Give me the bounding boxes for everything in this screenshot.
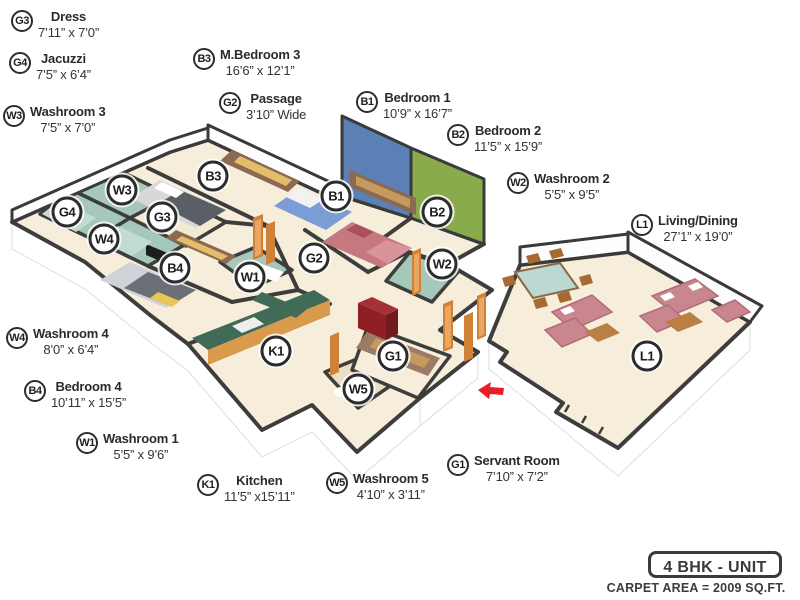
room-label: G4 Jacuzzi 7’5” x 6’4” [9,51,91,85]
plan-room-badge: W4 [88,223,120,255]
plan-room-badge: K1 [260,335,292,367]
room-label-name: Bedroom 1 [384,90,451,105]
room-label-name: Jacuzzi [41,51,86,66]
balcony-ticks [563,404,605,435]
room-label-name: Bedroom 4 [55,379,122,394]
room-label-badge: B2 [447,124,469,146]
red-shaft-box [358,297,398,340]
plan-room-badge-code: G1 [384,348,402,364]
room-label-name: Washroom 4 [33,326,109,341]
room-label: W2 Washroom 2 5’5” x 9’5” [507,171,610,205]
room-label-badge: G2 [219,92,241,114]
room-label-dims: 5’5” x 9’6” [113,447,169,463]
plan-room-badge: G4 [51,196,83,228]
plan-room-badge-code: B2 [429,204,445,220]
room-label-badge: G3 [11,10,33,32]
room-label-badge: G1 [447,454,469,476]
carpet-area-note: CARPET AREA = 2009 SQ.FT. [606,581,786,595]
plan-room-badge: L1 [631,340,663,372]
room-label-name: Kitchen [236,473,283,488]
room-label-name: Living/Dining [658,213,738,228]
room-label-dims: 16’6” x 12’1” [225,63,295,79]
plan-room-badge-code: G4 [58,204,76,220]
plan-room-badge: G3 [146,201,178,233]
room-label-name: Washroom 1 [103,431,179,446]
room-label-dims: 11’5” x15’11” [224,489,295,505]
room-label-dims: 7’11” x 7’0” [38,25,99,41]
plan-room-badge: W2 [426,248,458,280]
plan-room-badge-code: G2 [305,250,323,266]
plan-room-badge: B2 [421,196,453,228]
room-label: W1 Washroom 1 5’5” x 9’6” [76,431,179,465]
plan-room-badge: B3 [197,160,229,192]
room-label: B4 Bedroom 4 10’11” x 15’5” [24,379,127,413]
plan-room-badge-code: K1 [268,343,284,359]
room-label: W5 Washroom 5 4’10” x 3’11” [326,471,429,505]
room-label: B1 Bedroom 1 10’9” x 16’7” [356,90,452,124]
plan-room-badge-code: G3 [153,209,171,225]
plan-room-badge: G2 [298,242,330,274]
room-label: L1 Living/Dining 27’1” x 19’0” [631,213,738,247]
room-label-badge: G4 [9,52,31,74]
room-label-badge: W5 [326,472,348,494]
plan-room-badge-code: L1 [639,348,655,364]
room-label-dims: 11’5” x 15’9” [474,139,542,155]
room-label-dims: 7’5” x 7’0” [40,120,96,136]
room-label-name: Bedroom 2 [474,123,542,138]
room-label: B2 Bedroom 2 11’5” x 15’9” [447,123,542,157]
plan-room-badge: W1 [234,261,266,293]
plan-room-badge-code: W5 [348,381,368,397]
plan-room-badge-code: W1 [240,269,260,285]
room-label-badge: W2 [507,172,529,194]
room-label-name: Passage [250,91,302,106]
plan-room-badge-code: W4 [94,231,114,247]
room-label-badge: W3 [3,105,25,127]
room-label-badge: L1 [631,214,653,236]
room-label-dims: 5’5” x 9’5” [544,187,600,203]
plan-room-badge: W5 [342,373,374,405]
room-label-dims: 27’1” x 19’0” [663,229,733,245]
room-label-dims: 3’10” Wide [246,107,307,123]
entry-arrow [478,382,504,399]
unit-title-box: 4 BHK - UNIT [648,551,782,578]
room-label-name: M.Bedroom 3 [220,47,301,62]
room-label-badge: W4 [6,327,28,349]
plan-room-badge-code: B4 [167,260,183,276]
room-label-name: Dress [50,9,87,24]
living-nw-wall [518,232,630,267]
plan-room-badge-code: B3 [205,168,221,184]
room-label-badge: W1 [76,432,98,454]
plan-room-badge-code: W3 [112,182,132,198]
room-label: G3 Dress 7’11” x 7’0” [11,9,99,43]
room-label: K1 Kitchen 11’5” x15’11” [197,473,295,507]
room-label-dims: 10’11” x 15’5” [51,395,127,411]
room-label: G1 Servant Room 7’10” x 7’2” [447,453,560,487]
room-label-name: Washroom 3 [30,104,106,119]
room-label-dims: 4’10” x 3’11” [356,487,425,503]
room-label-name: Washroom 2 [534,171,610,186]
room-label-dims: 7’5” x 6’4” [36,67,91,83]
plan-room-badge: G1 [377,340,409,372]
room-label-dims: 10’9” x 16’7” [383,106,452,122]
plan-room-badge: B1 [320,180,352,212]
room-label-name: Servant Room [474,453,560,468]
room-label-dims: 8’0” x 6’4” [43,342,99,358]
room-label-badge: K1 [197,474,219,496]
room-label: W3 Washroom 3 7’5” x 7’0” [3,104,106,138]
room-label-dims: 7’10” x 7’2” [485,469,548,485]
plan-room-badge-code: W2 [432,256,452,272]
plan-room-badge: B4 [159,252,191,284]
room-label-badge: B1 [356,91,378,113]
room-label-name: Washroom 5 [353,471,429,486]
room-label: G2 Passage 3’10” Wide [219,91,307,125]
plan-room-badge-code: B1 [328,188,344,204]
room-label: W4 Washroom 4 8’0” x 6’4” [6,326,109,360]
room-label: B3 M.Bedroom 3 16’6” x 12’1” [193,47,301,81]
room-label-badge: B3 [193,48,215,70]
plan-room-badge: W3 [106,174,138,206]
room-label-badge: B4 [24,380,46,402]
